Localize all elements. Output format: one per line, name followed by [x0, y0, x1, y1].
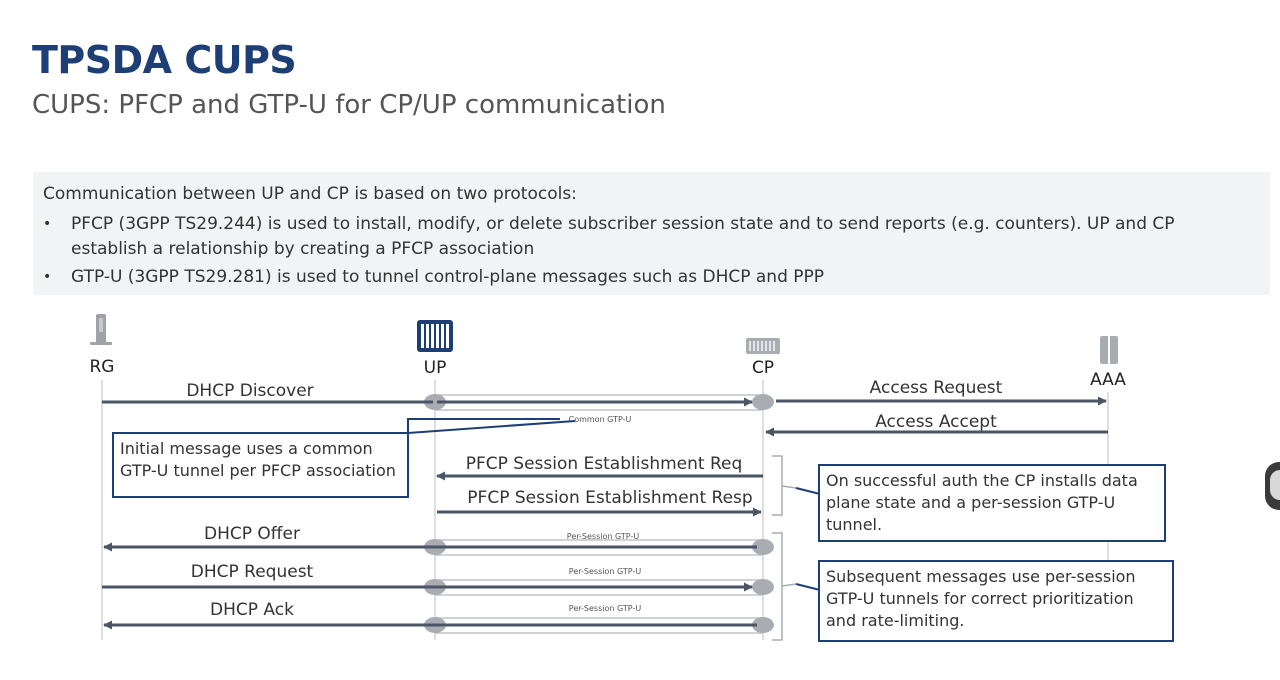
label-pfcp-req: PFCP Session Establishment Req [466, 454, 743, 474]
connector-initial [407, 418, 560, 433]
tunnel-common [424, 394, 774, 411]
intro-panel: Communication between UP and CP is based… [33, 172, 1270, 295]
label-dhcp-offer: DHCP Offer [204, 524, 300, 544]
bracket-subsequent [772, 532, 783, 641]
tunnel-label-common: Common GTP-U [569, 415, 632, 424]
switch-icon [746, 338, 780, 354]
callout-subsequent: Subsequent messages use per-session GTP-… [818, 560, 1174, 642]
message-arrows [102, 396, 1108, 630]
tunnel-label-offer: Per-Session GTP-U [567, 532, 640, 541]
label-access-accept: Access Accept [875, 412, 997, 432]
callout-connectors [407, 418, 821, 591]
router-icon [90, 314, 112, 345]
callout-install: On successful auth the CP installs data … [818, 464, 1166, 542]
label-pfcp-resp: PFCP Session Establishment Resp [467, 488, 752, 508]
bracket-install-tick [781, 485, 797, 489]
bracket-subsequent-tick [781, 583, 797, 587]
callout-initial: Initial message uses a common GTP-U tunn… [112, 432, 409, 498]
bracket-install [772, 455, 783, 516]
connector-install [795, 487, 821, 495]
label-dhcp-ack: DHCP Ack [210, 600, 294, 620]
label-access-request: Access Request [870, 378, 1003, 398]
tunnel-label-request: Per-Session GTP-U [569, 567, 642, 576]
bullet-dot: • [43, 216, 52, 232]
bullet-pfcp: • PFCP (3GPP TS29.244) is used to instal… [43, 212, 1243, 262]
connector-subsequent [795, 583, 821, 591]
bullet-gtpu: • GTP-U (3GPP TS29.281) is used to tunne… [43, 265, 1243, 290]
brackets [772, 455, 797, 641]
bullet-gtpu-text: GTP-U (3GPP TS29.281) is used to tunnel … [71, 267, 825, 287]
connector-initial-tip [407, 420, 576, 434]
node-label-cp: CP [752, 358, 774, 378]
server-rack-icon [417, 320, 453, 352]
node-label-rg: RG [90, 357, 115, 377]
slide-title: TPSDA CUPS [32, 38, 297, 82]
edge-handle[interactable] [1265, 462, 1280, 510]
node-label-up: UP [424, 358, 447, 378]
label-dhcp-request: DHCP Request [191, 562, 314, 582]
intro-lead: Communication between UP and CP is based… [43, 184, 577, 204]
node-label-aaa: AAA [1090, 370, 1126, 390]
label-dhcp-discover: DHCP Discover [186, 381, 313, 401]
server-icon [1100, 336, 1118, 364]
bullet-dot: • [43, 269, 52, 285]
tunnel-label-ack: Per-Session GTP-U [569, 604, 642, 613]
bullet-pfcp-text: PFCP (3GPP TS29.244) is used to install,… [71, 214, 1175, 259]
slide-subtitle: CUPS: PFCP and GTP-U for CP/UP communica… [32, 90, 666, 120]
